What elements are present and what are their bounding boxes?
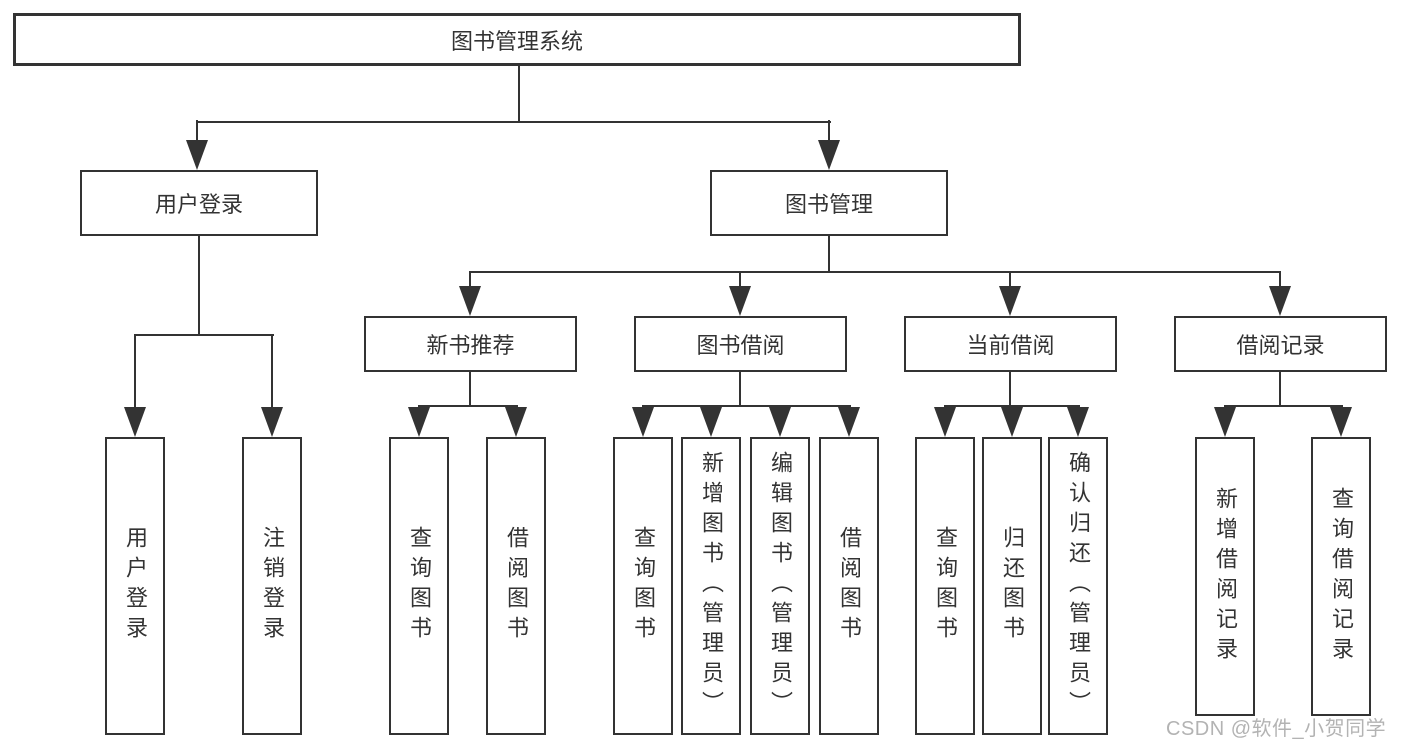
node-leaf-borrow-books-b: 借阅图书: [819, 437, 879, 735]
arrowhead-icon: [261, 407, 283, 437]
arrowhead-icon: [186, 140, 208, 170]
arrowhead-icon: [459, 286, 481, 316]
node-label: 当前借阅: [966, 333, 1055, 358]
node-label: 新书推荐: [426, 333, 515, 358]
connector-root-split: [195, 120, 832, 123]
connector-drop-current-borrow: [1008, 271, 1012, 289]
node-label: 新增借阅记录: [1213, 486, 1238, 667]
connector-drop-logout-leaf: [270, 334, 274, 410]
arrowhead-icon: [769, 407, 791, 437]
node-label: 查询借阅记录: [1329, 486, 1354, 667]
node-borrowing-records: 借阅记录: [1174, 316, 1387, 372]
arrowhead-icon: [934, 407, 956, 437]
node-label: 查询图书: [407, 526, 432, 646]
node-book-management: 图书管理: [710, 170, 948, 236]
arrowhead-icon: [999, 286, 1021, 316]
arrowhead-icon: [838, 407, 860, 437]
node-leaf-query-books-c: 查询图书: [915, 437, 975, 735]
arrowhead-icon: [632, 407, 654, 437]
node-leaf-return-books: 归还图书: [982, 437, 1042, 735]
connector-book-management-stem: [827, 236, 831, 273]
arrowhead-icon: [1269, 286, 1291, 316]
arrowhead-icon: [505, 407, 527, 437]
node-label: 注销登录: [260, 526, 285, 646]
connector-root-stem: [517, 66, 521, 123]
connector-drop-new-book: [468, 271, 472, 289]
node-label: 图书借阅: [696, 333, 785, 358]
connector-groupB-split: [641, 404, 852, 408]
arrowhead-icon: [1330, 407, 1352, 437]
connector-user-login-split: [133, 333, 274, 337]
node-label: 用户登录: [123, 526, 148, 646]
node-label: 用户登录: [154, 192, 243, 217]
connector-book-management-split: [468, 270, 1282, 274]
connector-drop-login-leaf: [133, 334, 137, 410]
node-leaf-confirm-return-admin: 确认归还（管理员）: [1048, 437, 1108, 735]
connector-drop-book-borrow: [738, 271, 742, 289]
connector-drop-book-management: [827, 120, 831, 144]
connector-groupD-split: [1223, 404, 1343, 408]
node-leaf-query-books-b: 查询图书: [613, 437, 673, 735]
node-current-borrowing: 当前借阅: [904, 316, 1117, 372]
node-leaf-add-borrow-record: 新增借阅记录: [1195, 437, 1255, 716]
node-user-login: 用户登录: [80, 170, 318, 236]
arrowhead-icon: [124, 407, 146, 437]
node-book-borrowing: 图书借阅: [634, 316, 847, 372]
node-label: 归还图书: [1000, 526, 1025, 646]
connector-drop-borrow-records: [1278, 271, 1282, 289]
node-new-book-recommendation: 新书推荐: [364, 316, 577, 372]
node-leaf-logout: 注销登录: [242, 437, 302, 735]
node-leaf-query-borrow-record: 查询借阅记录: [1311, 437, 1371, 716]
node-label: 借阅图书: [837, 526, 862, 646]
csdn-watermark: CSDN @软件_小贺同学: [1166, 718, 1387, 740]
arrowhead-icon: [818, 140, 840, 170]
connector-groupA-split: [417, 404, 519, 408]
arrowhead-icon: [1001, 407, 1023, 437]
connector-groupC-split: [943, 404, 1080, 408]
node-leaf-query-books-a: 查询图书: [389, 437, 449, 735]
node-leaf-user-login: 用户登录: [105, 437, 165, 735]
node-label: 查询图书: [631, 526, 656, 646]
arrowhead-icon: [700, 407, 722, 437]
node-label: 图书管理: [784, 192, 873, 217]
node-leaf-edit-books-admin: 编辑图书（管理员）: [750, 437, 810, 735]
node-label: 图书管理系统: [450, 28, 583, 54]
arrowhead-icon: [729, 286, 751, 316]
connector-user-login-stem: [197, 236, 201, 336]
connector-groupD-stem: [1278, 372, 1282, 407]
connector-drop-user-login: [195, 120, 199, 144]
arrowhead-icon: [1214, 407, 1236, 437]
node-leaf-add-books-admin: 新增图书（管理员）: [681, 437, 741, 735]
arrowhead-icon: [1067, 407, 1089, 437]
node-leaf-borrow-books-a: 借阅图书: [486, 437, 546, 735]
node-label: 借阅记录: [1236, 333, 1325, 358]
node-label: 确认归还（管理员）: [1066, 451, 1091, 721]
node-library-management-system: 图书管理系统: [13, 13, 1021, 66]
node-label: 借阅图书: [504, 526, 529, 646]
connector-groupC-stem: [1008, 372, 1012, 407]
connector-groupB-stem: [738, 372, 742, 407]
arrowhead-icon: [408, 407, 430, 437]
node-label: 新增图书（管理员）: [699, 451, 724, 721]
node-label: 查询图书: [933, 526, 958, 646]
connector-groupA-stem: [468, 372, 472, 407]
node-label: 编辑图书（管理员）: [768, 451, 793, 721]
